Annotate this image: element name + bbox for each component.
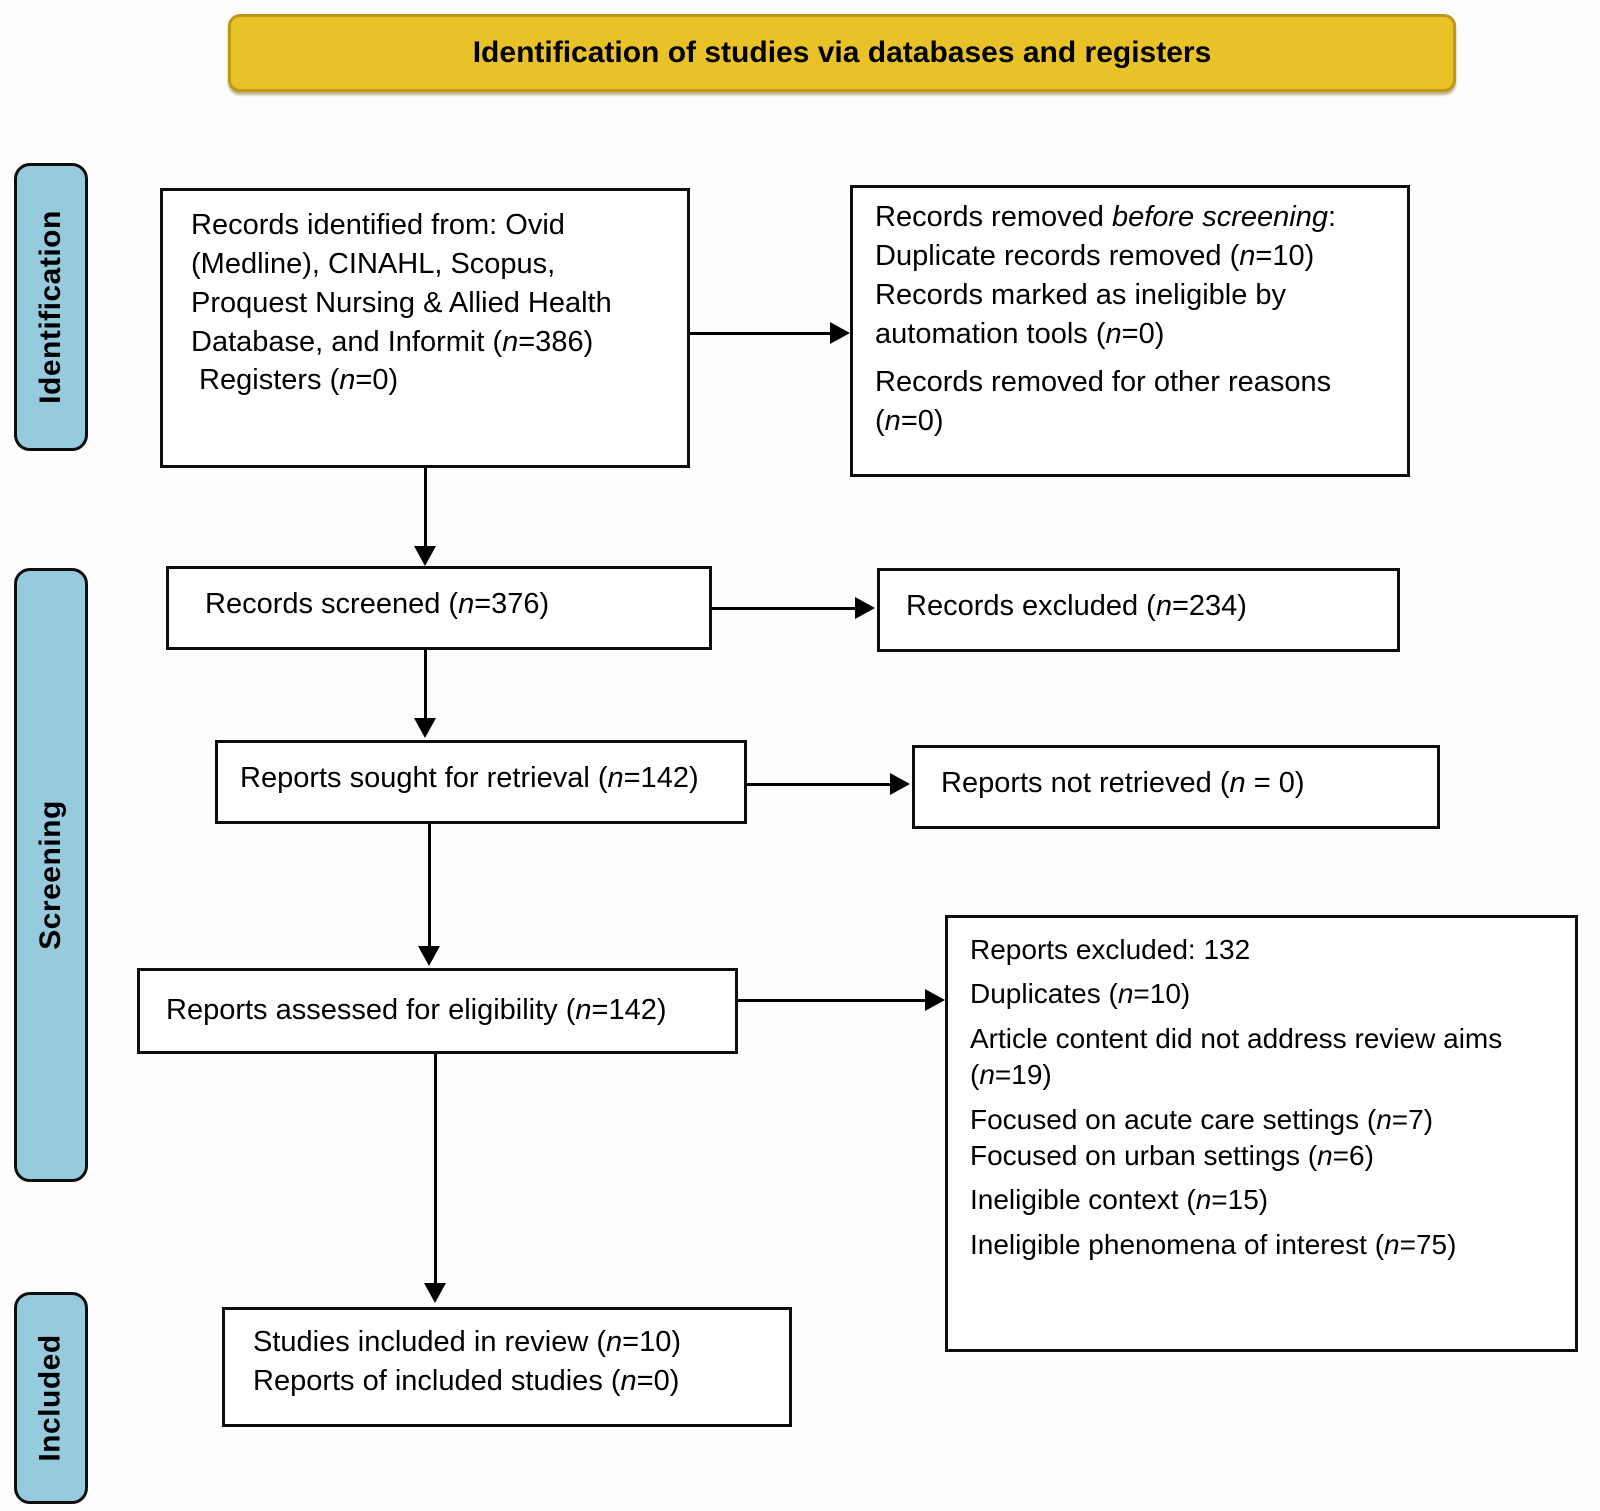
stage-label-screening: Screening (14, 568, 88, 1182)
arrow-assessed-to-excluded-line (738, 999, 925, 1002)
box-reports-sought-for-retrieval: Reports sought for retrieval (n=142) (215, 740, 747, 824)
stage-label-included: Included (14, 1292, 88, 1504)
box-records-screened: Records screened (n=376) (166, 566, 712, 650)
box-records-removed-before-screening: Records removed before screening:Duplica… (850, 185, 1410, 477)
stage-label-screening-text: Screening (34, 800, 67, 950)
box-records-identified: Records identified from: Ovid(Medline), … (160, 188, 690, 468)
arrow-assessed-to-included-head-icon (424, 1283, 446, 1303)
arrow-sought-to-not-retrieved-line (747, 783, 890, 786)
arrow-screened-to-excluded-head-icon (855, 597, 875, 619)
stage-label-identification: Identification (14, 163, 88, 451)
box-records-excluded: Records excluded (n=234) (877, 568, 1400, 652)
arrow-screened-to-excluded-line (712, 607, 855, 610)
arrow-identified-to-screened-head-icon (414, 546, 436, 566)
arrow-screened-to-sought-head-icon (414, 718, 436, 738)
arrow-assessed-to-excluded-head-icon (925, 989, 945, 1011)
box-studies-included-in-review: Studies included in review (n=10)Reports… (222, 1307, 792, 1427)
arrow-sought-to-assessed-head-icon (418, 946, 440, 966)
arrow-assessed-to-included-line (434, 1054, 437, 1285)
arrow-sought-to-assessed-line (428, 824, 431, 948)
box-reports-assessed-for-eligibility: Reports assessed for eligibility (n=142) (137, 968, 738, 1054)
stage-label-identification-text: Identification (34, 210, 68, 404)
stage-label-included-text: Included (34, 1334, 67, 1462)
box-reports-not-retrieved: Reports not retrieved (n = 0) (912, 745, 1440, 829)
arrow-identified-to-removed-head-icon (830, 322, 850, 344)
arrow-screened-to-sought-line (424, 650, 427, 720)
banner-identification-via-databases: Identification of studies via databases … (228, 14, 1456, 92)
arrow-identified-to-screened-line (424, 468, 427, 548)
arrow-sought-to-not-retrieved-head-icon (890, 773, 910, 795)
arrow-identified-to-removed-line (690, 332, 830, 335)
